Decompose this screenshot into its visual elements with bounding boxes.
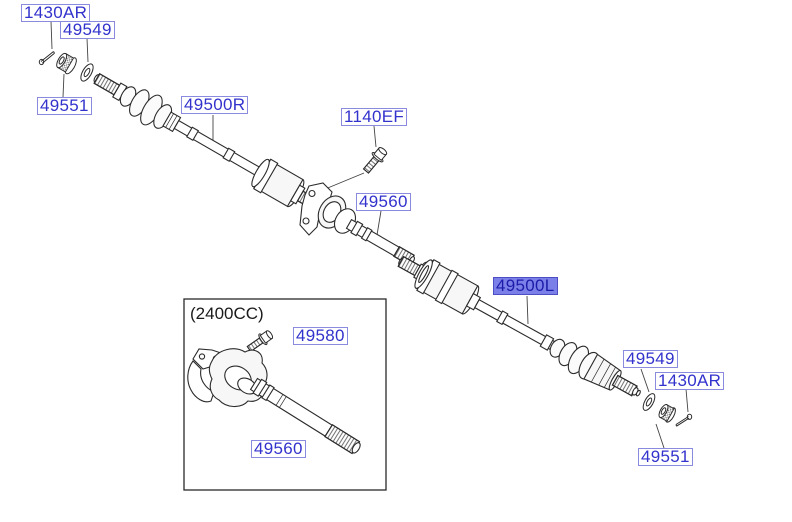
callout-1430ar-top-left[interactable]: 1430AR <box>21 4 91 22</box>
left-driveshaft-drawing <box>397 255 641 397</box>
callout-49580-inset[interactable]: 49580 <box>293 327 348 345</box>
inset-shaft-drawing <box>249 377 361 455</box>
washer-left-drawing <box>80 63 94 82</box>
cotter-pin-left-drawing <box>38 51 55 66</box>
bracket-bolt-drawing <box>362 147 388 174</box>
callout-1430ar-right[interactable]: 1430AR <box>655 372 725 390</box>
callout-1140ef[interactable]: 1140EF <box>341 108 408 126</box>
cotter-pin-right-drawing <box>675 413 693 427</box>
callout-49549-top-left[interactable]: 49549 <box>60 21 115 39</box>
washer-right-drawing <box>642 393 656 411</box>
axle-nut-right-drawing <box>658 404 676 423</box>
inset-bearing-bracket-drawing <box>187 348 268 408</box>
center-bearing-assembly-drawing <box>299 182 357 236</box>
callout-49500l[interactable]: 49500L <box>493 277 558 295</box>
callout-49560-inset[interactable]: 49560 <box>251 440 306 458</box>
callout-49500r[interactable]: 49500R <box>181 96 249 114</box>
callout-49549-right[interactable]: 49549 <box>623 350 678 368</box>
callout-49551-left[interactable]: 49551 <box>37 97 92 115</box>
right-driveshaft-drawing <box>93 72 317 209</box>
callout-49560-main[interactable]: 49560 <box>356 193 411 211</box>
inset-engine-variant-caption: (2400CC) <box>190 304 264 323</box>
axle-nut-left-drawing <box>56 52 77 75</box>
callout-49551-right[interactable]: 49551 <box>638 448 693 466</box>
inset-bolt-drawing <box>246 330 274 353</box>
